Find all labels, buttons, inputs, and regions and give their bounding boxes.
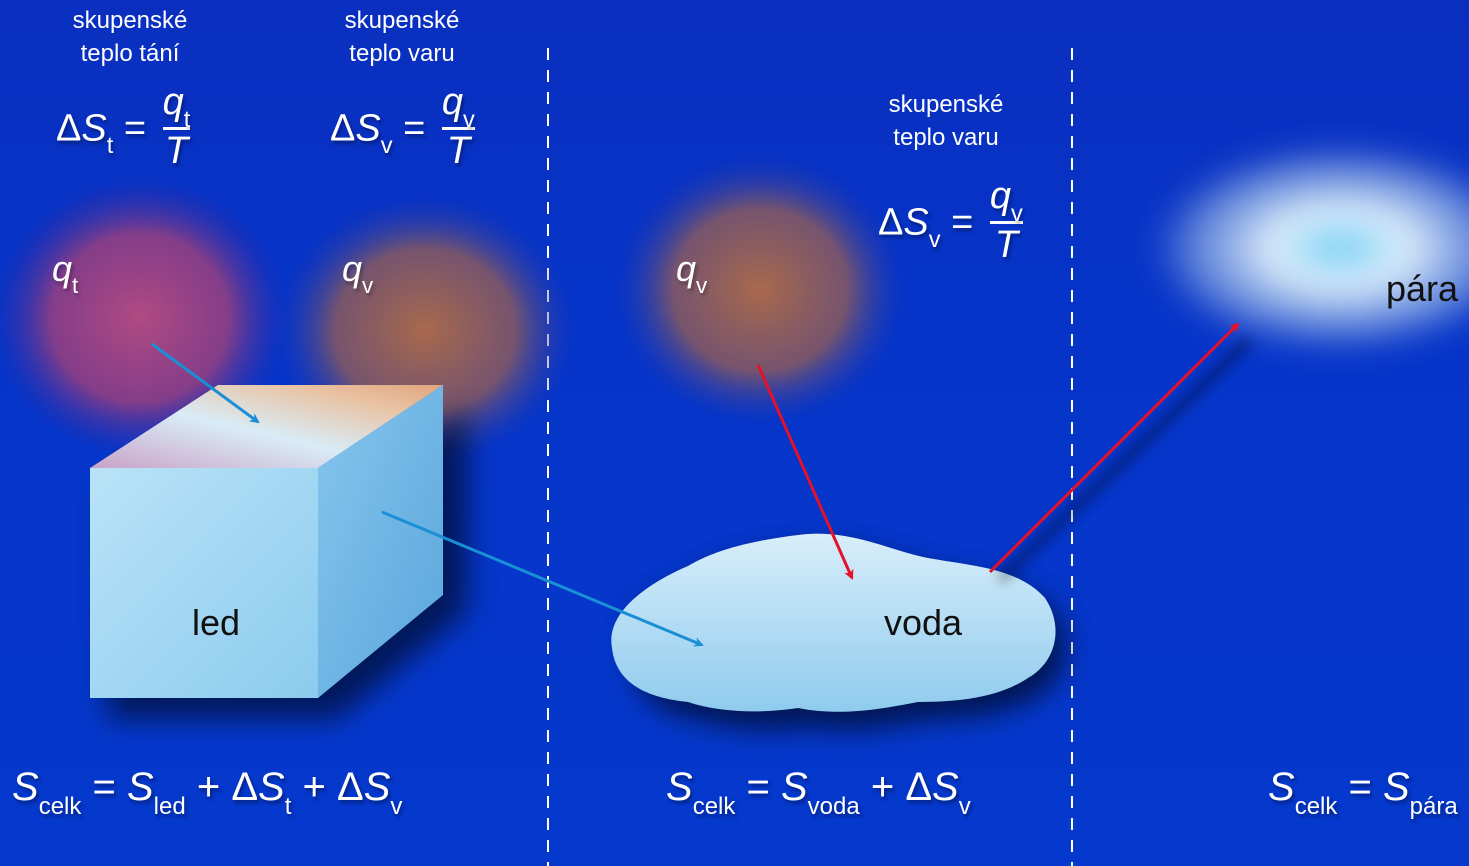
- water-puddle: [611, 533, 1056, 712]
- total-entropy-left: Scelk = Sled + ΔSt + ΔSv: [12, 765, 403, 821]
- arrow-heat-to-water: [756, 364, 854, 580]
- ice-cube-top: [90, 385, 443, 468]
- heat-label-melt: qt: [52, 248, 79, 299]
- label-melting-heat: skupenské teplo tání: [72, 7, 188, 67]
- heat-label-boil-left: qv: [342, 248, 374, 299]
- label-boiling-heat-middle: skupenské teplo varu: [888, 91, 1004, 151]
- heat-glow-boil-middle: [615, 155, 905, 425]
- water-label: voda: [884, 602, 963, 643]
- heat-label-boil-middle: qv: [676, 248, 708, 299]
- label-boiling-heat-left: skupenské teplo varu: [344, 7, 460, 67]
- steam-label: pára: [1386, 268, 1459, 309]
- arrow-heat-to-ice: [151, 342, 260, 424]
- ice-cube-front: [90, 468, 318, 698]
- arrow-water-to-steam: [988, 322, 1240, 574]
- ice-cube-side: [318, 385, 443, 698]
- arrow-ice-to-water: [381, 510, 704, 647]
- steam-cloud: [1140, 138, 1469, 358]
- ice-label: led: [192, 602, 241, 643]
- total-entropy-middle: Scelk = Svoda + ΔSv: [666, 765, 971, 821]
- arrow-water-to-steam-shadow: [996, 336, 1254, 584]
- total-entropy-right: Scelk = Spára: [1268, 765, 1458, 821]
